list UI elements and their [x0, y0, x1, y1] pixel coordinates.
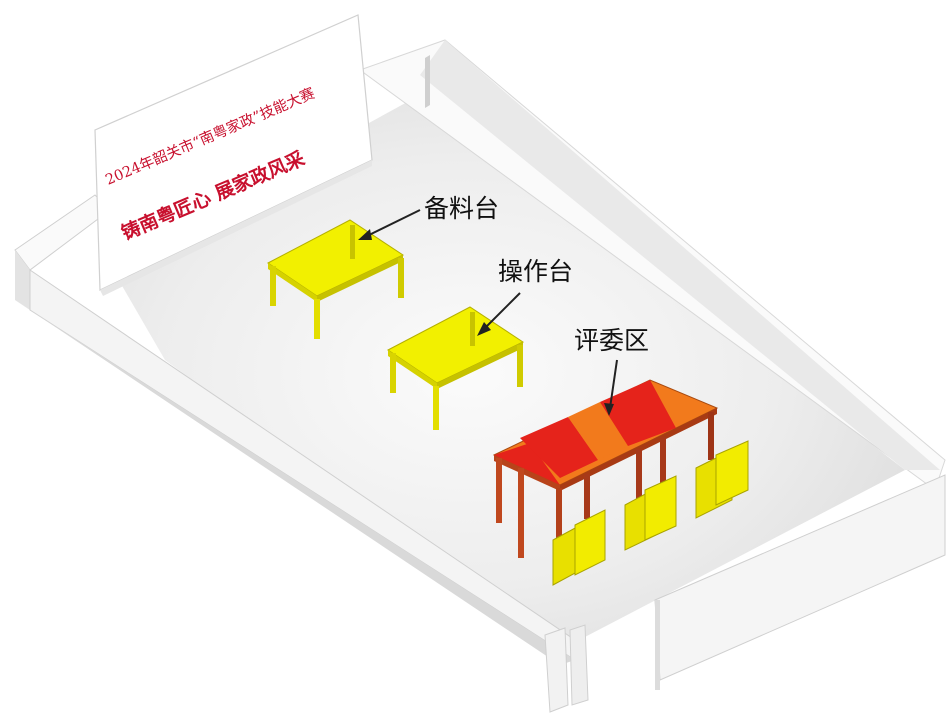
judge-chair — [552, 509, 606, 586]
label-work-table: 操作台 — [498, 257, 573, 286]
label-judges-area: 评委区 — [574, 326, 649, 355]
arrow-prep-table — [364, 209, 421, 238]
judge-chair — [695, 440, 749, 519]
label-prep-table: 备料台 — [424, 194, 499, 223]
entrance-posts — [544, 624, 589, 713]
callout-arrows — [358, 209, 618, 416]
judges-table — [492, 379, 719, 558]
arrow-work-table — [482, 292, 521, 331]
back-wall — [358, 39, 946, 491]
work-table — [387, 306, 525, 430]
arrow-judges-area — [609, 359, 618, 409]
front-wall — [654, 474, 946, 690]
judge-chair — [624, 475, 677, 551]
left-wall — [14, 194, 576, 665]
